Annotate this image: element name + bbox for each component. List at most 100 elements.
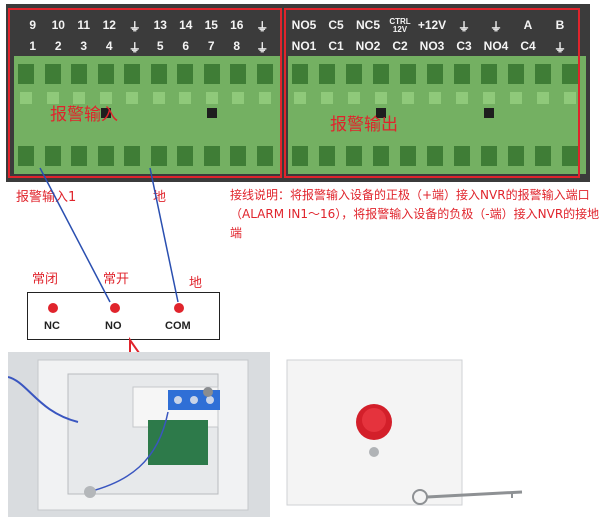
common-ground-title: 地	[189, 276, 203, 291]
green-in-screw	[126, 92, 138, 104]
green-in-screw	[179, 92, 191, 104]
output-top-label-2: NC5	[355, 18, 380, 32]
com-terminal-dot	[174, 303, 184, 313]
input-highlight-box	[8, 8, 282, 178]
green-in-screw	[232, 92, 244, 104]
green-in-pin	[150, 64, 167, 84]
green-out-screw	[375, 92, 387, 104]
green-in-pin	[44, 64, 61, 84]
input-bottom-label-7: 7	[207, 39, 215, 53]
green-out-screw	[483, 92, 495, 104]
input-bottom-label-5: 5	[156, 39, 164, 53]
green-out-pin	[427, 64, 443, 84]
green-in-pin	[256, 146, 273, 166]
green-out-pin	[373, 64, 389, 84]
green-in-hole	[100, 108, 111, 118]
green-out-pin	[373, 146, 389, 166]
input-bottom-label-6: 6	[182, 39, 190, 53]
green-out-pin	[400, 64, 416, 84]
green-in-pin	[177, 64, 193, 84]
green-in-pin	[230, 146, 246, 166]
output-top-label-4: +12V	[417, 18, 447, 32]
wire-ground	[149, 167, 179, 303]
output-connector	[288, 56, 586, 174]
output-top-label-0: NO5	[291, 18, 317, 32]
green-out-pin	[508, 64, 524, 84]
input-bottom-label-0: 1	[29, 39, 37, 53]
input-top-label-6: 14	[179, 18, 193, 32]
output-bottom-label-8: ⏚	[553, 41, 566, 55]
green-out-screw	[321, 92, 333, 104]
no-terminal-dot	[110, 303, 120, 313]
input-bottom-label-3: 4	[105, 39, 113, 53]
green-in-screw	[73, 92, 85, 104]
input-bottom-label-9: ⏚	[256, 41, 269, 55]
input-top-label-2: 11	[77, 18, 91, 32]
alarm-button-back-photo	[8, 352, 270, 517]
green-out-hole	[484, 108, 494, 118]
output-bottom-label-6: NO4	[483, 39, 509, 53]
green-in-screw	[258, 92, 271, 104]
input-bottom-label-8: 8	[233, 39, 241, 53]
green-in-pin	[230, 64, 246, 84]
green-out-pin	[535, 64, 551, 84]
green-out-pin	[454, 146, 470, 166]
output-bottom-label-1: C1	[328, 39, 344, 53]
green-in-pin	[203, 64, 220, 84]
output-bottom-label-3: C2	[392, 39, 408, 53]
output-top-label-5: ⏚	[457, 20, 470, 34]
green-out-pin	[346, 146, 362, 166]
green-out-pin	[562, 64, 578, 84]
output-bottom-label-7: C4	[520, 39, 536, 53]
input-top-label-5: 13	[153, 18, 167, 32]
green-in-pin	[71, 146, 87, 166]
output-top-label-7: A	[523, 18, 533, 32]
nc-label: NC	[44, 320, 60, 332]
output-top-label-8: B	[555, 18, 565, 32]
green-out-screw	[510, 92, 522, 104]
green-out-screw	[564, 92, 576, 104]
output-bottom-label-4: NO3	[419, 39, 445, 53]
green-in-pin	[124, 64, 140, 84]
input-top-label-4: ⏚	[128, 20, 141, 34]
com-label: COM	[165, 320, 191, 332]
green-out-screw	[456, 92, 468, 104]
input-top-label-8: 16	[230, 18, 244, 32]
alarm-output-section-label: 报警输出	[330, 115, 398, 135]
green-in-screw	[152, 92, 165, 104]
green-in-pin	[150, 146, 167, 166]
input-top-label-3: 12	[102, 18, 116, 32]
wiring-note: 接线说明：将报警输入设备的正极（+端）接入NVR的报警输入端口（ALARM IN…	[230, 188, 600, 240]
wire-alarm-input	[39, 167, 111, 303]
green-out-screw	[348, 92, 360, 104]
green-out-screw	[429, 92, 441, 104]
green-out-pin	[562, 146, 578, 166]
output-highlight-box	[284, 8, 580, 178]
input-top-label-7: 15	[204, 18, 218, 32]
green-out-hole	[376, 108, 386, 118]
green-out-pin	[427, 146, 443, 166]
green-in-pin	[18, 146, 34, 166]
green-in-pin	[177, 146, 193, 166]
alarm-input-1-label: 报警输入1	[16, 190, 77, 205]
alarm-button-front-drawing	[286, 359, 523, 506]
green-out-pin	[400, 146, 416, 166]
green-out-screw	[537, 92, 549, 104]
input-connector	[14, 56, 282, 174]
green-in-pin	[256, 64, 273, 84]
green-in-screw	[99, 92, 112, 104]
green-in-pin	[124, 146, 140, 166]
nc-terminal-dot	[48, 303, 58, 313]
alarm-button-contacts: NC NO COM	[27, 292, 220, 340]
green-in-hole	[206, 108, 217, 118]
green-out-pin	[319, 146, 335, 166]
input-top-label-0: 9	[29, 18, 37, 32]
alarm-button-back-drawing	[8, 359, 249, 511]
green-in-pin	[71, 64, 87, 84]
green-out-pin	[535, 146, 551, 166]
green-out-pin	[454, 64, 470, 84]
green-in-screw	[205, 92, 218, 104]
output-top-label-1: C5	[328, 18, 344, 32]
